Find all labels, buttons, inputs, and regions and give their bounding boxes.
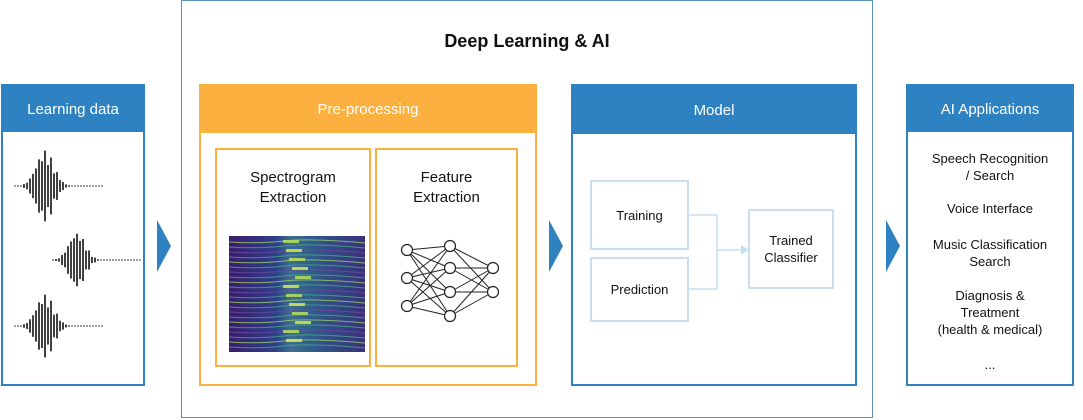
trained-classifier-box: Trained Classifier [748,209,834,289]
waveform-group [14,150,141,358]
model-connectors [689,214,749,290]
feature-title: Feature Extraction [413,169,480,206]
ai-applications-panel: AI Applications Speech Recognition / Sea… [906,84,1074,386]
nn-nodes [400,239,500,323]
spectrogram-title: Spectrogram Extraction [250,169,336,206]
deep-learning-frame [181,0,873,418]
flow-arrow-3 [886,220,900,272]
ai-applications-header: AI Applications [908,86,1072,132]
app-item-voice: Voice Interface [947,201,1033,216]
preprocessing-header: Pre-processing [201,86,535,133]
main-title: Deep Learning & AI [444,31,610,51]
nn-connections [406,245,494,317]
spectrogram-image [229,236,365,352]
learning-data-panel: Learning data [1,84,145,386]
neural-network-icon [400,239,500,323]
app-item-speech: Speech Recognition / Search [931,151,1049,183]
waveform-icons [14,150,141,358]
prediction-box: Prediction [590,257,689,322]
app-item-diagnosis: Diagnosis & Treatment (health & medical) [937,288,1043,337]
feature-box: Feature Extraction [375,148,518,367]
app-item-music: Music Classification Search [932,237,1048,269]
flow-arrow-1 [157,220,171,272]
learning-data-header: Learning data [3,86,143,132]
training-box: Training [590,180,689,250]
app-item-more: ... [984,357,996,372]
model-header: Model [573,86,855,134]
spectrogram-bands [229,239,365,349]
flow-arrow-2 [549,220,563,272]
